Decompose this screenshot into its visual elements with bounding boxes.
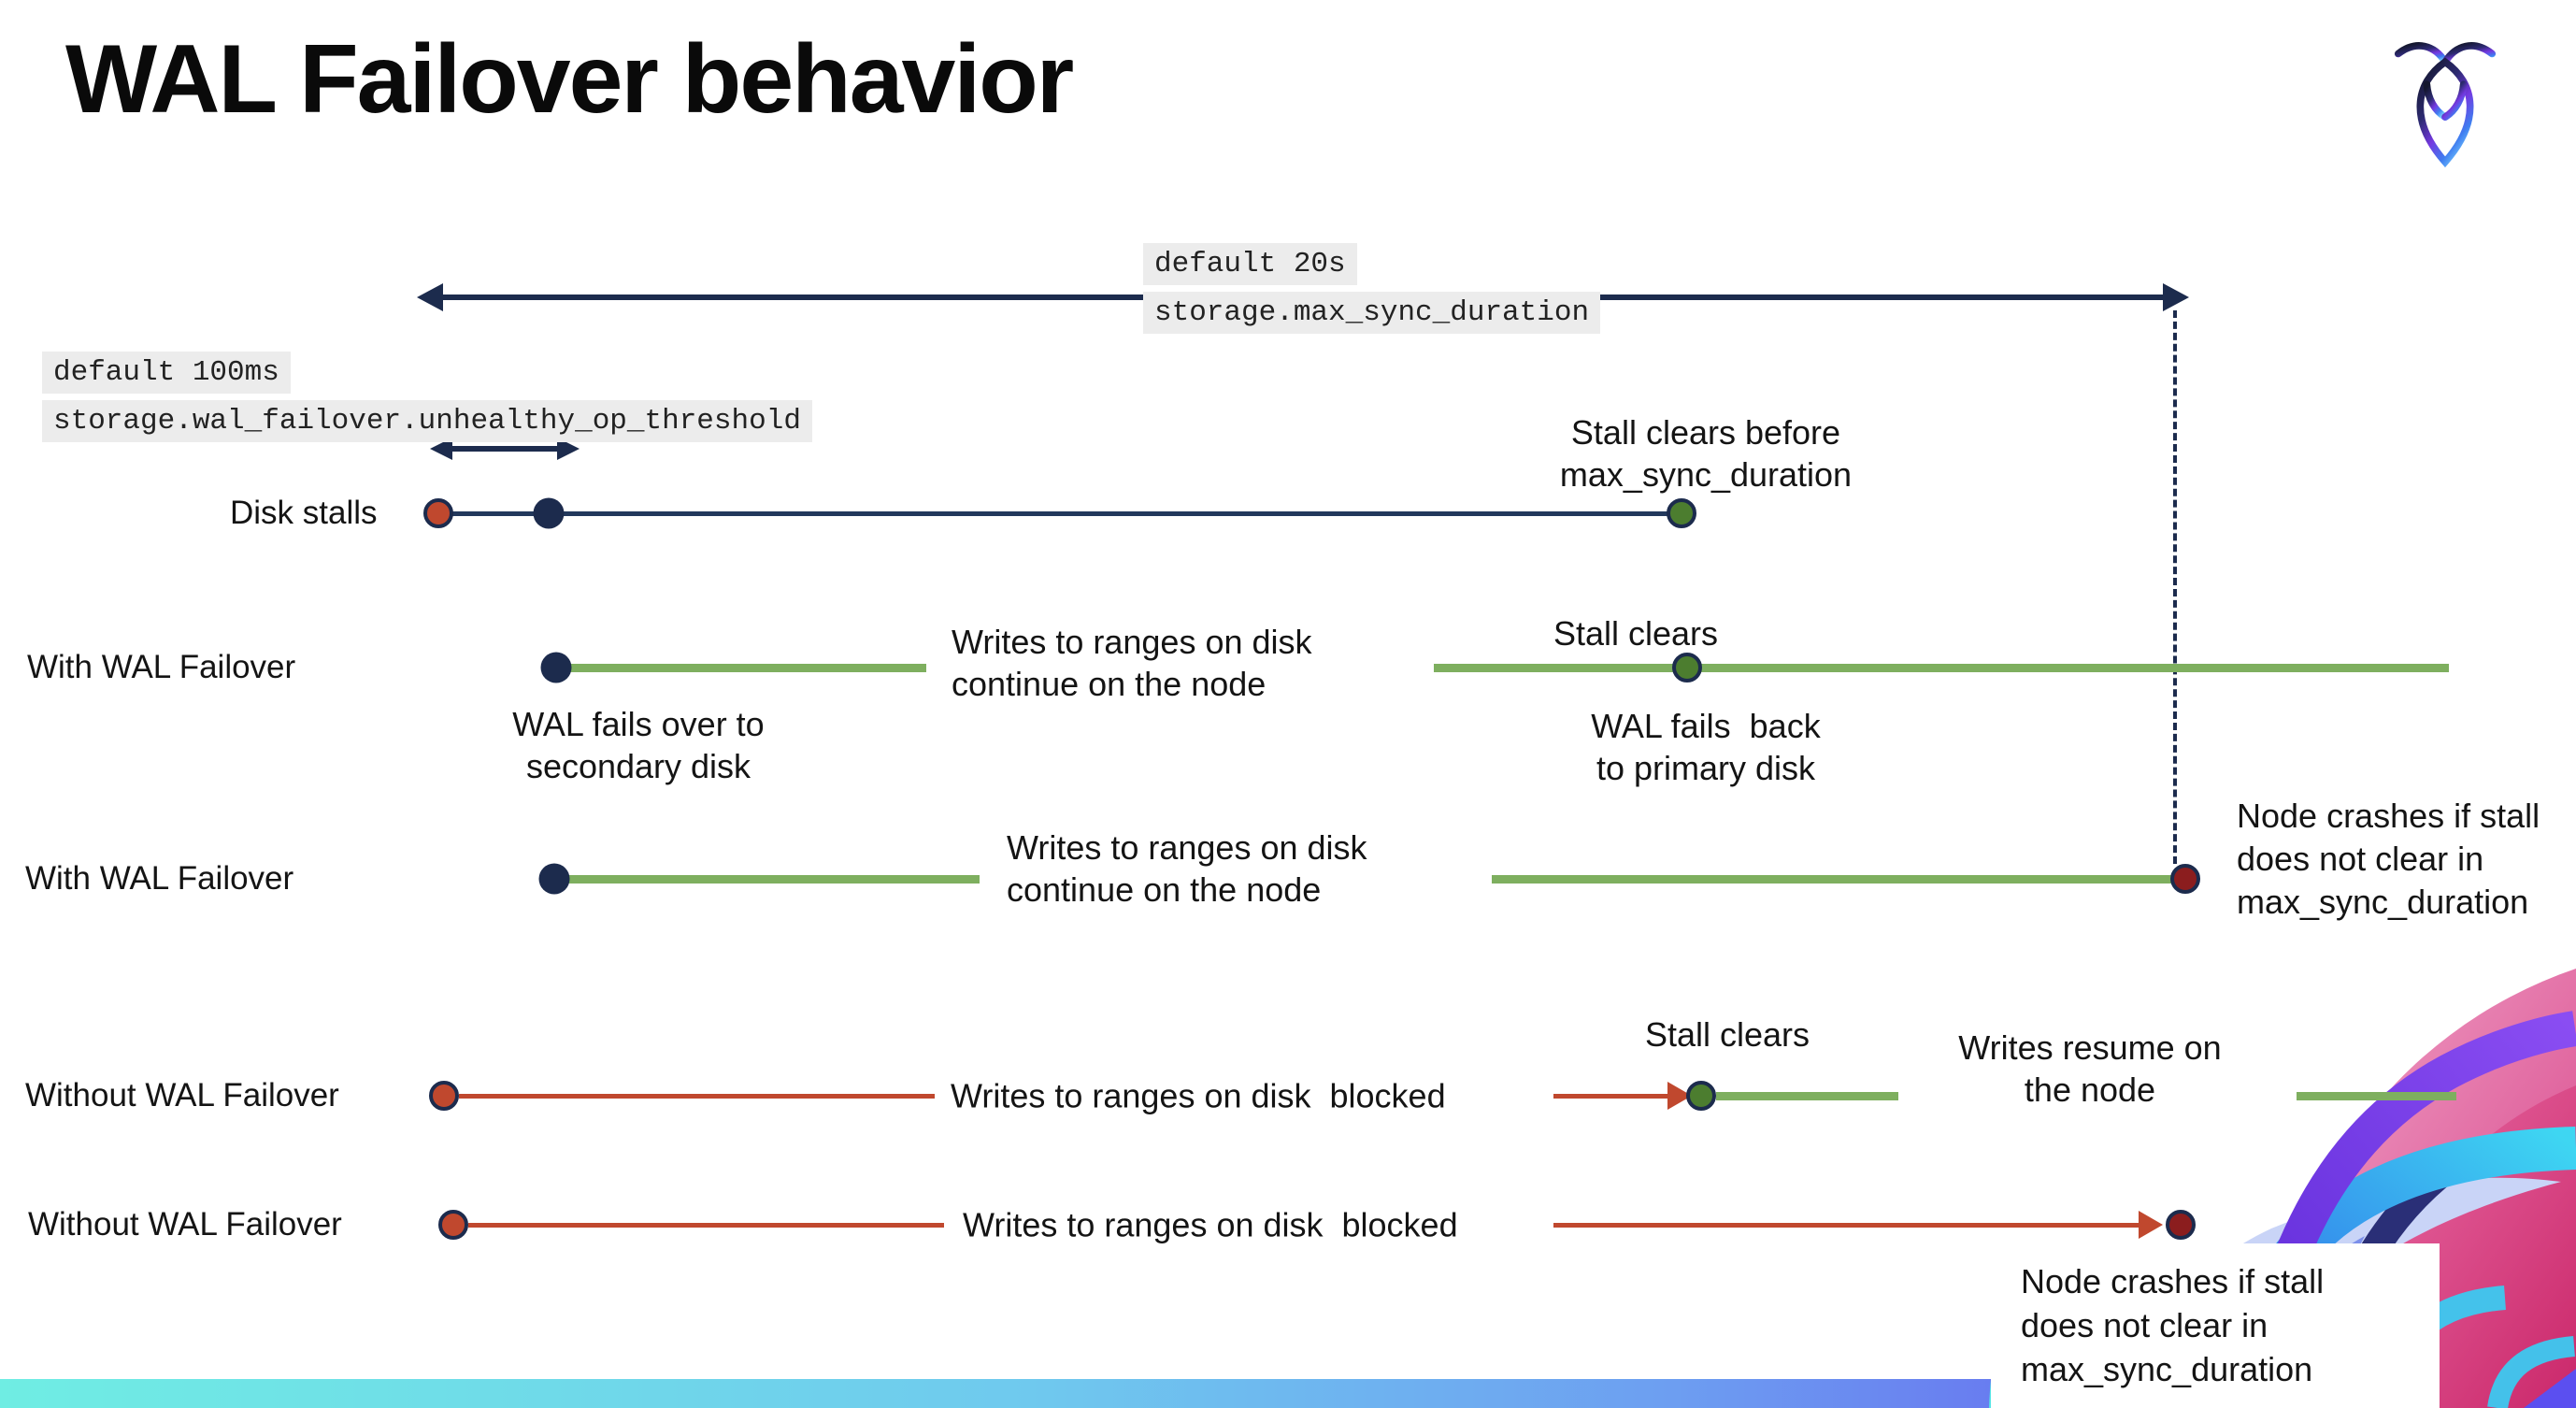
disk-stalls-line (438, 511, 1682, 516)
wal-fails-back-line1: WAL fails back (1591, 707, 1821, 745)
threshold-default-label: default 100ms (42, 352, 291, 394)
writes-continue-1-line2: continue on the node (952, 665, 1267, 703)
arrowhead-right-icon (2163, 283, 2189, 311)
row-label-without-wal-failover-2: Without WAL Failover (28, 1206, 342, 1243)
row-label-with-wal-failover-2: With WAL Failover (25, 860, 294, 897)
writes-continue-2-line1: Writes to ranges on disk (1007, 828, 1367, 867)
writes-continue-line-1b (1434, 664, 2449, 672)
wal-fails-back-annotation: WAL fails back to primary disk (1519, 705, 1893, 789)
writes-blocked-annotation-2: Writes to ranges on disk blocked (963, 1205, 1458, 1244)
row-label-disk-stalls: Disk stalls (230, 495, 378, 531)
max-sync-default-label: default 20s (1143, 243, 1357, 285)
arrowhead-left-icon (417, 283, 443, 311)
threshold-arrow-line (451, 446, 557, 452)
threshold-setting-label: storage.wal_failover.unhealthy_op_thresh… (42, 400, 812, 442)
wal-fails-over-line1: WAL fails over to (512, 705, 765, 743)
writes-continue-line-2b (1492, 875, 2173, 884)
node-crashes-2-line2: does not clear in (2021, 1305, 2268, 1344)
failover-dot-1 (540, 652, 572, 683)
page-title: WAL Failover behavior (65, 25, 1074, 134)
failover-dot-2 (538, 863, 570, 895)
writes-blocked-line-2a (468, 1223, 944, 1228)
stall-start-dot-3 (438, 1210, 468, 1240)
writes-blocked-line-1a (459, 1094, 935, 1099)
stall-clears-dot-2 (1672, 653, 1702, 682)
stall-clears-before-line1: Stall clears before (1570, 413, 1841, 452)
writes-resume-line1: Writes resume on (1958, 1028, 2222, 1067)
node-crashes-infobox: Node crashes if stall does not clear in … (1991, 1243, 2440, 1408)
node-crash-dot-2 (2166, 1210, 2196, 1240)
node-crashes-annotation-1: Node crashes if stall does not clear in … (2237, 795, 2576, 924)
failover-threshold-dot (533, 497, 565, 529)
writes-continue-line-2a (567, 875, 980, 884)
stall-clears-before-annotation: Stall clears before max_sync_duration (1505, 411, 1907, 496)
writes-continue-2-line2: continue on the node (1007, 870, 1322, 909)
writes-blocked-line-1b (1553, 1094, 1667, 1099)
writes-continue-annotation-2: Writes to ranges on disk continue on the… (1007, 826, 1367, 911)
unhealthy-op-threshold-callout: default 100ms storage.wal_failover.unhea… (42, 352, 812, 442)
stall-clears-annotation-1: Stall clears (1553, 614, 1719, 653)
wal-fails-back-line2: to primary disk (1596, 749, 1816, 787)
writes-blocked-line-2b (1553, 1223, 2139, 1228)
node-crash-dot-1 (2170, 864, 2200, 894)
stall-clears-annotation-2: Stall clears (1644, 1015, 1810, 1054)
stall-start-dot-2 (429, 1081, 459, 1111)
stall-clears-dot-3 (1686, 1081, 1716, 1111)
node-crashes-1-line1: Node crashes if stall (2237, 797, 2540, 835)
node-crashes-2-line1: Node crashes if stall (2021, 1262, 2325, 1300)
writes-continue-line-1a (569, 664, 926, 672)
blocked-arrowhead-icon-2 (2139, 1211, 2163, 1239)
wal-fails-over-annotation: WAL fails over to secondary disk (451, 703, 825, 787)
node-crashes-1-line3: max_sync_duration (2237, 883, 2529, 922)
node-crashes-1-line2: does not clear in (2237, 840, 2484, 879)
stall-clears-dot (1667, 498, 1696, 528)
writes-resume-line2: the node (2024, 1070, 2156, 1109)
wal-fails-over-line2: secondary disk (525, 747, 751, 785)
max-sync-duration-callout: default 20s storage.max_sync_duration (1143, 243, 1601, 334)
stall-clears-before-line2: max_sync_duration (1559, 455, 1853, 494)
writes-resume-line-a (1716, 1092, 1898, 1100)
disk-stall-start-dot (423, 498, 453, 528)
writes-resume-line-b (2297, 1092, 2456, 1100)
node-crashes-2-line3: max_sync_duration (2021, 1349, 2313, 1388)
row-label-without-wal-failover-1: Without WAL Failover (25, 1077, 339, 1113)
writes-continue-1-line1: Writes to ranges on disk (952, 623, 1312, 661)
max-sync-setting-label: storage.max_sync_duration (1143, 292, 1601, 334)
writes-resume-annotation: Writes resume on the node (1922, 1027, 2258, 1111)
writes-continue-annotation-1: Writes to ranges on disk continue on the… (952, 621, 1312, 705)
row-label-with-wal-failover-1: With WAL Failover (27, 649, 296, 685)
max-sync-duration-dashed-line (2173, 310, 2177, 864)
cockroachdb-logo-icon (2394, 42, 2497, 168)
writes-blocked-annotation-1: Writes to ranges on disk blocked (951, 1076, 1446, 1115)
